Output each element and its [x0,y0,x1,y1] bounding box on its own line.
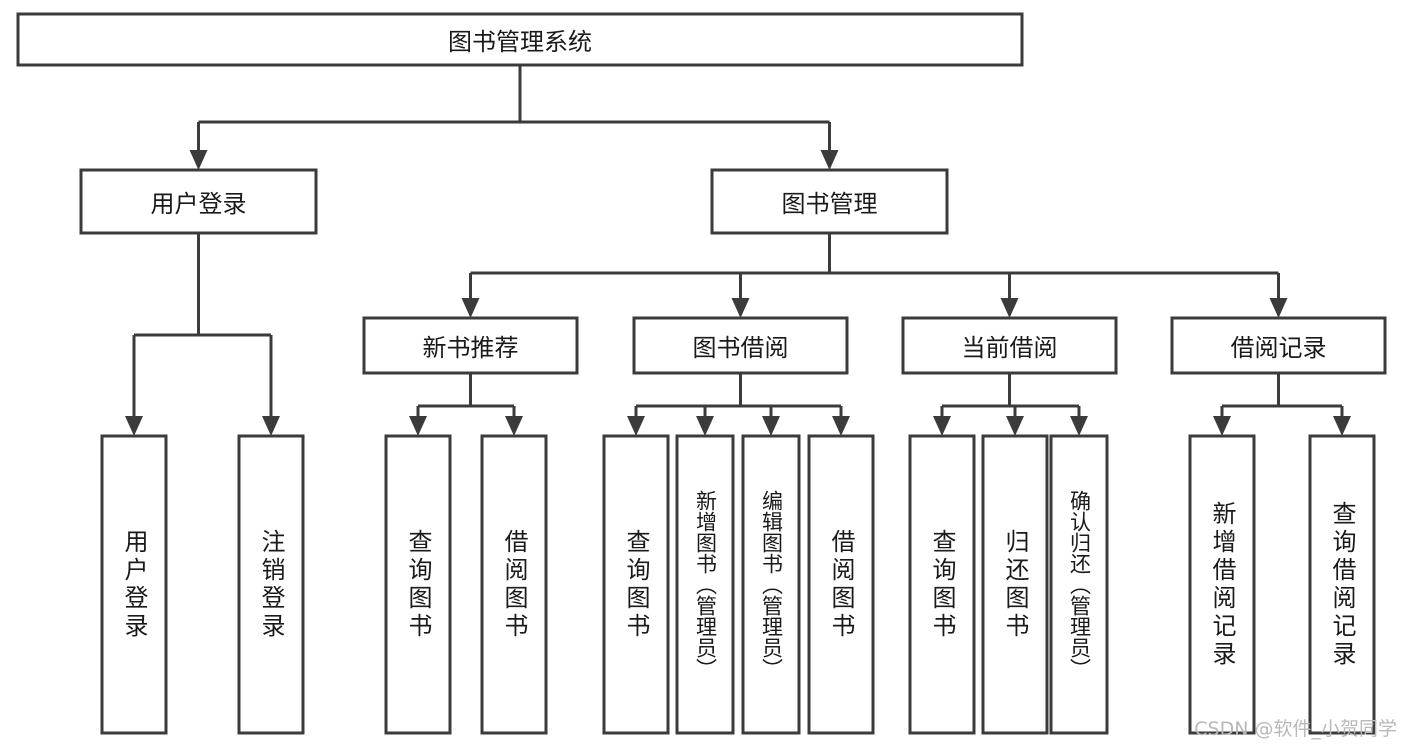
box-leaf-7[interactable] [807,434,875,735]
root-arrow-0 [189,150,208,170]
mgr-arrow-3 [1269,298,1288,318]
box-leaf-2[interactable] [384,434,452,735]
login-arrow-1 [262,416,280,436]
box-l3-0[interactable] [362,316,579,375]
box-l2-0[interactable] [79,168,318,235]
box-l2-1[interactable] [710,168,949,235]
box-leaf-4[interactable] [602,434,670,735]
box-l3-2[interactable] [901,316,1118,375]
box-leaf-11[interactable] [1188,434,1256,735]
box-leaf-10[interactable] [1049,434,1109,735]
box-leaf-1[interactable] [237,434,305,735]
l3-3-arrow-1 [1333,416,1351,436]
box-leaf-6[interactable] [741,434,801,735]
box-root-0[interactable] [16,12,1024,67]
mgr-arrow-1 [731,298,750,318]
connectors-layer [125,65,1351,436]
l3-2-arrow-0 [933,416,951,436]
root-arrow-1 [820,150,839,170]
box-leaf-5[interactable] [675,434,735,735]
login-arrow-0 [125,416,143,436]
l3-1-arrow-3 [832,416,850,436]
l3-2-arrow-1 [1006,416,1024,436]
box-leaf-0[interactable] [100,434,168,735]
l3-0-arrow-1 [505,416,523,436]
l3-2-arrow-2 [1070,416,1088,436]
box-l3-1[interactable] [632,316,849,375]
box-leaf-9[interactable] [981,434,1049,735]
box-leaf-8[interactable] [908,434,976,735]
l3-0-arrow-0 [409,416,427,436]
l3-1-arrow-1 [696,416,714,436]
mgr-arrow-0 [461,298,480,318]
l3-1-arrow-0 [627,416,645,436]
l3-1-arrow-2 [762,416,780,436]
box-leaf-3[interactable] [480,434,548,735]
box-l3-3[interactable] [1170,316,1387,375]
mgr-arrow-2 [1000,298,1019,318]
l3-3-arrow-0 [1213,416,1231,436]
box-leaf-12[interactable] [1308,434,1376,735]
boxes-layer [16,12,1387,735]
